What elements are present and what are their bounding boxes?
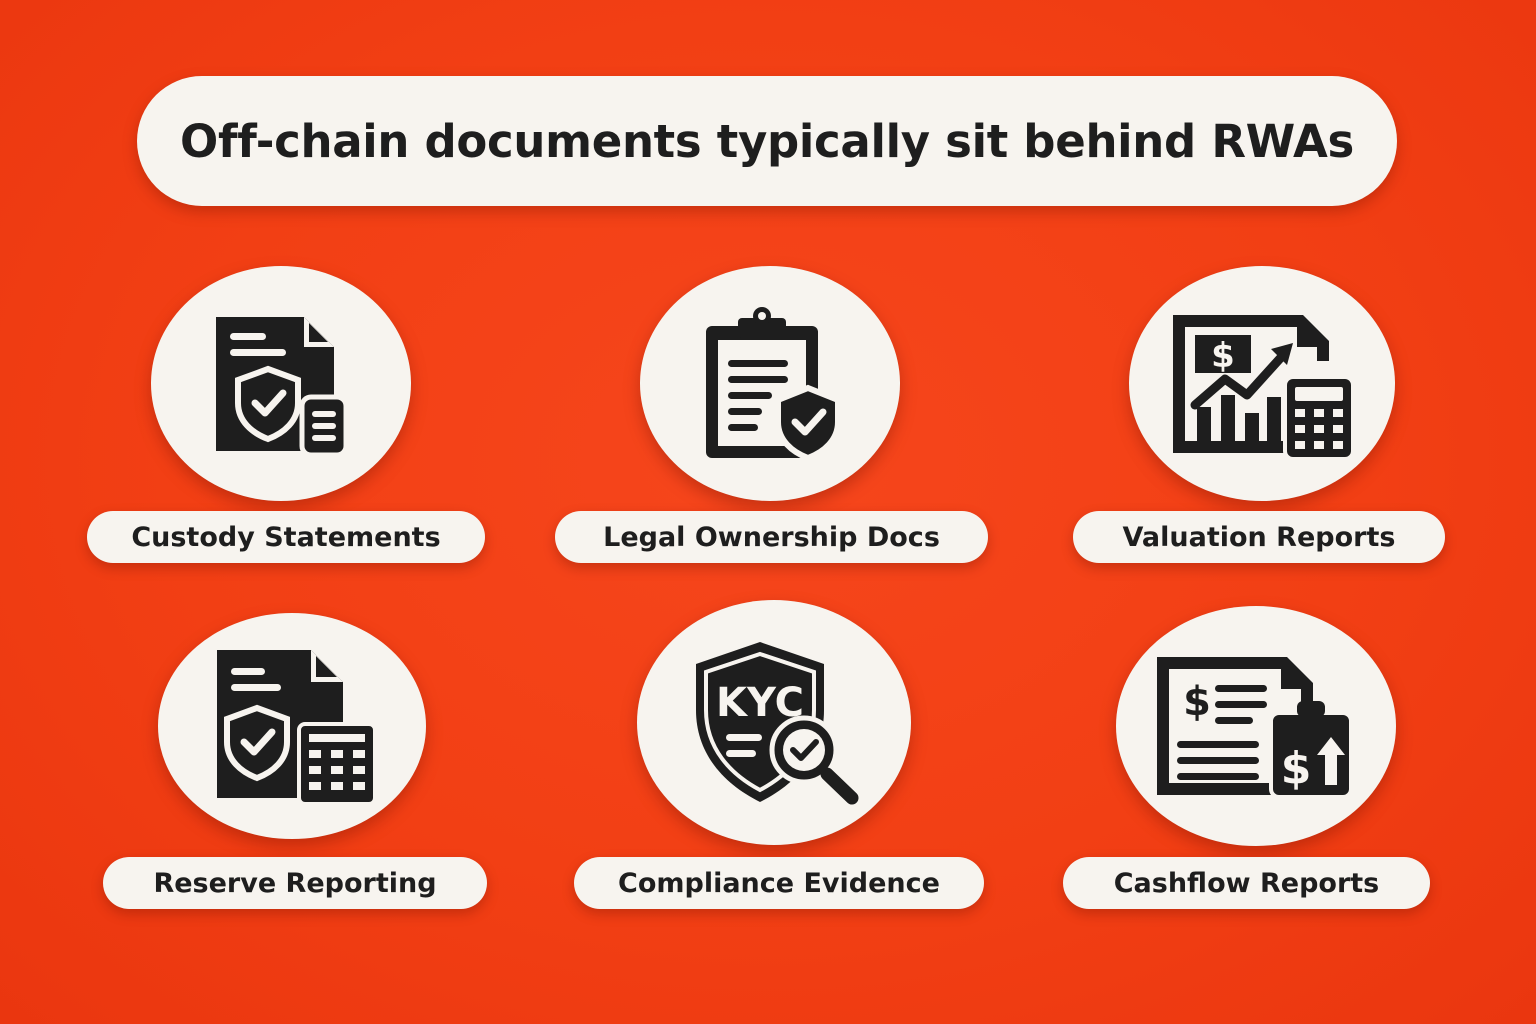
item-label: Custody Statements — [131, 521, 441, 553]
item-label: Legal Ownership Docs — [603, 521, 940, 553]
custody-statement-icon — [216, 316, 349, 457]
icon-circle: $ — [1129, 266, 1395, 501]
label-pill: Cashflow Reports — [1063, 857, 1430, 909]
label-pill: Valuation Reports — [1073, 511, 1445, 563]
label-pill: Legal Ownership Docs — [555, 511, 988, 563]
label-pill: Compliance Evidence — [574, 857, 984, 909]
item-label: Cashflow Reports — [1113, 867, 1380, 899]
page-title: Off-chain documents typically sit behind… — [180, 114, 1354, 168]
dollar-sign: $ — [1281, 743, 1312, 794]
kyc-shield-icon: KYC — [696, 641, 859, 804]
cashflow-report-icon: $ $ — [1157, 657, 1353, 799]
legal-clipboard-icon — [706, 306, 841, 461]
kyc-text: KYC — [716, 680, 804, 726]
dollar-sign: $ — [1183, 679, 1211, 725]
item-label: Valuation Reports — [1122, 521, 1396, 553]
icon-circle — [151, 266, 411, 501]
dollar-sign: $ — [1211, 336, 1235, 376]
icon-circle — [158, 613, 426, 839]
item-label: Compliance Evidence — [618, 867, 940, 899]
icon-circle: KYC — [637, 600, 911, 845]
item-label: Reserve Reporting — [153, 867, 437, 899]
label-pill: Custody Statements — [87, 511, 485, 563]
icon-circle — [640, 266, 900, 501]
valuation-chart-icon: $ — [1173, 314, 1355, 459]
icon-circle: $ $ — [1116, 606, 1396, 846]
label-pill: Reserve Reporting — [103, 857, 487, 909]
reserve-report-icon — [217, 650, 377, 806]
title-banner: Off-chain documents typically sit behind… — [137, 76, 1397, 206]
